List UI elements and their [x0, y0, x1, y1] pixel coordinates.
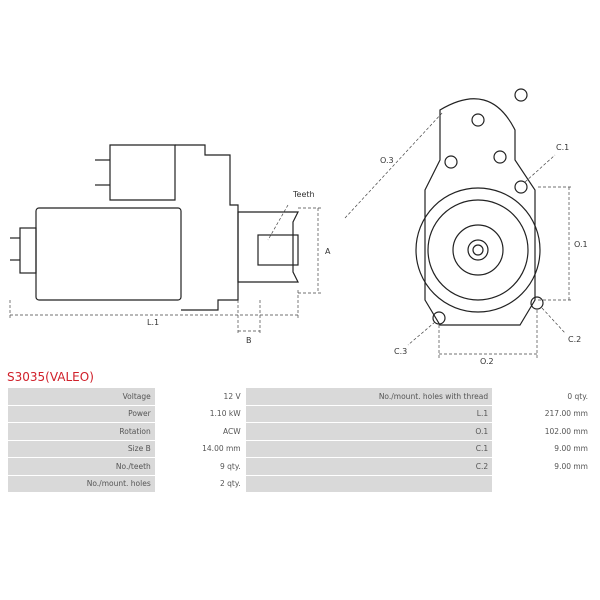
label-l1: L.1	[147, 318, 159, 327]
spec-value: 0 qty.	[493, 388, 592, 405]
spec-label: No./mount. holes with thread	[245, 388, 493, 405]
starter-technical-drawing: Teeth A B L.1 O.3 C.1 O.1 C.3 O.2 C.2	[9, 88, 588, 366]
spec-value: 9.00 mm	[493, 440, 592, 457]
side-dimensions	[9, 204, 322, 333]
front-dimensions	[344, 111, 572, 358]
spec-value: 14.00 mm	[155, 440, 245, 457]
product-title: S3035(VALEO)	[7, 370, 94, 384]
spec-label: O.1	[245, 423, 493, 440]
spec-label: L.1	[245, 405, 493, 422]
spec-value: 12 V	[155, 388, 245, 405]
label-c1: C.1	[556, 143, 569, 152]
label-o3: O.3	[380, 156, 394, 165]
spec-label: Voltage	[8, 388, 155, 405]
spec-value: 2 qty.	[155, 475, 245, 492]
label-teeth: Teeth	[292, 190, 315, 199]
label-b: B	[246, 336, 252, 345]
spec-label: Size B	[8, 440, 155, 457]
spec-label: Rotation	[8, 423, 155, 440]
spec-label: No./mount. holes	[8, 475, 155, 492]
spec-value: 9 qty.	[155, 458, 245, 475]
spec-value: 9.00 mm	[493, 458, 592, 475]
side-view	[10, 144, 299, 311]
label-c3: C.3	[394, 347, 407, 356]
spec-label: C.1	[245, 440, 493, 457]
spec-value: ACW	[155, 423, 245, 440]
spec-label: Power	[8, 405, 155, 422]
label-a: A	[325, 247, 331, 256]
label-o1: O.1	[574, 240, 588, 249]
spec-value: 217.00 mm	[493, 405, 592, 422]
spec-value	[493, 475, 592, 492]
spec-value: 1.10 kW	[155, 405, 245, 422]
front-view	[415, 88, 544, 326]
label-o2: O.2	[480, 357, 494, 366]
spec-label: No./teeth	[8, 458, 155, 475]
spec-label	[245, 475, 493, 492]
spec-value: 102.00 mm	[493, 423, 592, 440]
label-c2: C.2	[568, 335, 581, 344]
spec-label: C.2	[245, 458, 493, 475]
